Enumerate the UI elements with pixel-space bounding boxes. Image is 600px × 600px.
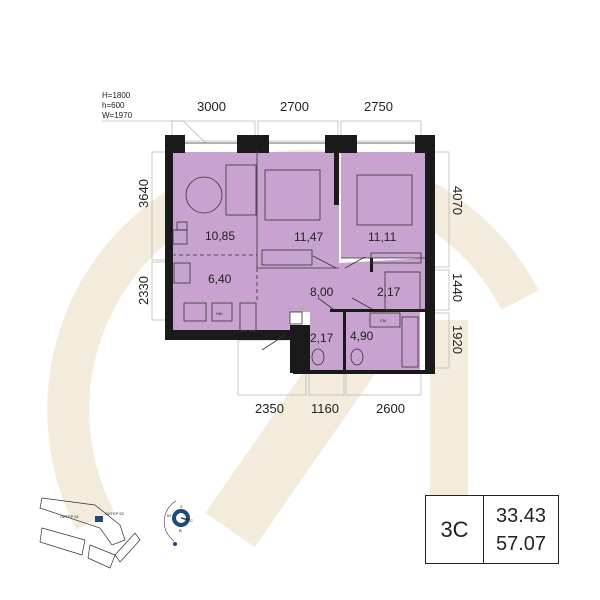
site-building-52: ЛИТЕР 52: [105, 511, 125, 516]
window-spec-sill: h=600: [102, 101, 125, 110]
dim-right-1: 4070: [450, 186, 465, 215]
dim-top-2: 2700: [280, 99, 309, 114]
apartment-summary: 3C 33.43 57.07: [425, 495, 559, 564]
apartment-type: 3C: [426, 496, 484, 563]
compass-icon: [163, 500, 190, 546]
total-area: 57.07: [495, 532, 547, 555]
washer-label: СМ: [380, 318, 386, 323]
window-spec-w: W=1970: [102, 111, 133, 120]
compass-west: З: [180, 504, 183, 509]
dim-left-1: 3640: [136, 179, 151, 208]
dim-bottom-1: 2350: [255, 401, 284, 416]
area-hall: 8,00: [310, 285, 334, 299]
window-spec-h: H=1800: [102, 91, 131, 100]
room-fills: [170, 152, 425, 371]
dim-left-2: 2330: [136, 276, 151, 305]
area-living: 10,85: [205, 229, 235, 243]
dim-top-1: 3000: [197, 99, 226, 114]
dim-bottom-3: 2600: [376, 401, 405, 416]
dim-bottom-2: 1160: [311, 401, 339, 416]
compass-north: С: [190, 518, 193, 523]
site-building-51: ЛИТЕР 51: [60, 514, 80, 519]
walls: [165, 135, 435, 374]
closet-fill: [370, 272, 422, 310]
site-plan: [39, 497, 141, 569]
dim-top-3: 2750: [364, 99, 393, 114]
living-area: 33.43: [495, 504, 547, 527]
area-wc: 2,17: [310, 331, 334, 345]
dim-right-3: 1920: [450, 325, 465, 354]
area-kitchen: 6,40: [208, 272, 232, 286]
area-bedroom1: 11,47: [294, 230, 323, 244]
compass-east: В: [179, 528, 182, 533]
dim-right-2: 1440: [450, 273, 465, 302]
area-bedroom2: 11,11: [368, 230, 397, 244]
area-closet: 2,17: [377, 285, 401, 299]
dishwasher-label: НШ: [216, 311, 223, 316]
inner-lines: [172, 142, 425, 368]
area-bathroom: 4,90: [350, 329, 374, 343]
compass-south: Ю: [167, 513, 171, 518]
